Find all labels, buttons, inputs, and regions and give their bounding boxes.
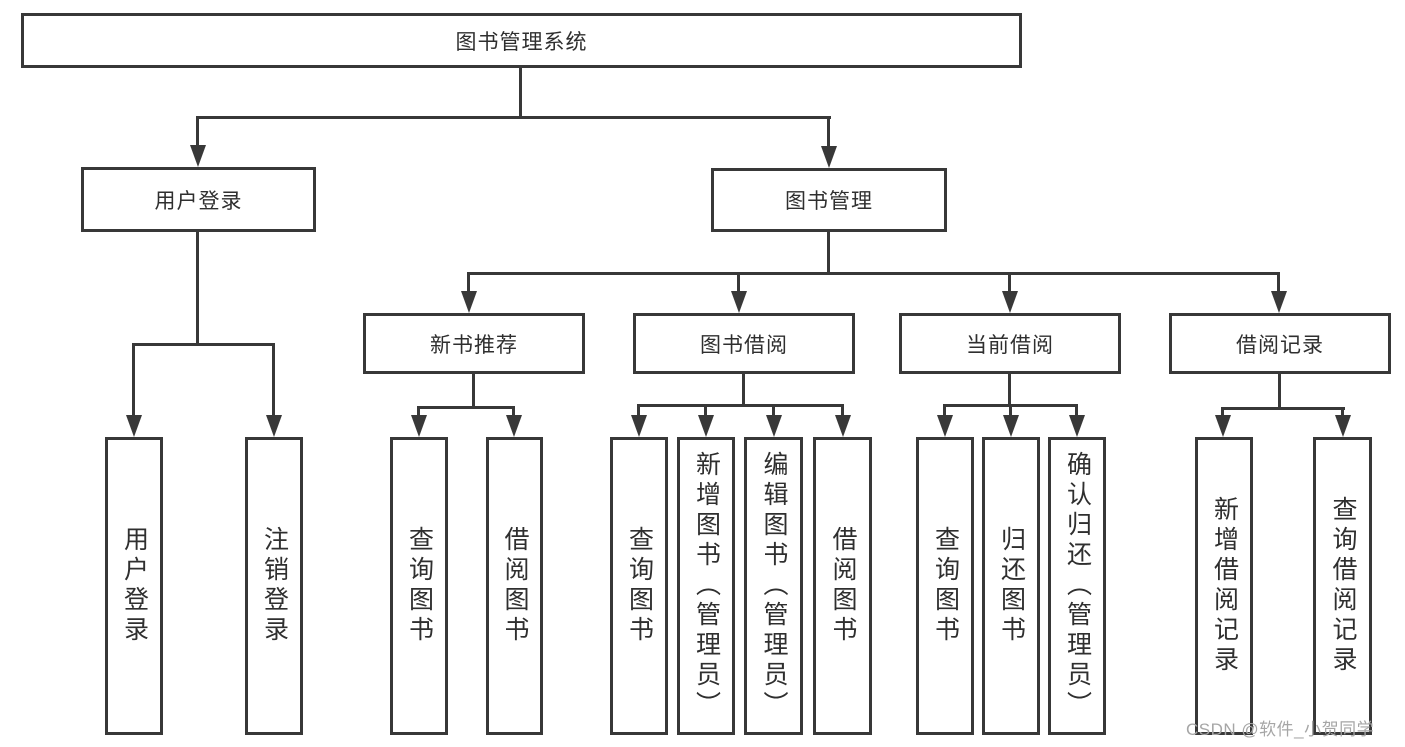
- arrowhead-icon: [461, 291, 477, 313]
- leaf-user-login: 用户登录: [105, 437, 163, 735]
- arrowhead-icon: [1271, 291, 1287, 313]
- leaf-query-books-current: 查询图书: [916, 437, 974, 735]
- leaf-confirm-return-admin: 确认归还（管理员）: [1048, 437, 1106, 735]
- connector-records-bus: [1221, 407, 1345, 410]
- node-book-borrowing: 图书借阅: [633, 313, 855, 374]
- connector-newrec-bus: [417, 406, 515, 409]
- leaf-label: 编辑图书（管理员）: [760, 451, 788, 721]
- connector-drop-leaf: [637, 404, 640, 418]
- leaf-logout: 注销登录: [245, 437, 303, 735]
- node-borrowing-records: 借阅记录: [1169, 313, 1391, 374]
- leaf-query-books-recommend: 查询图书: [390, 437, 448, 735]
- leaf-label: 借阅图书: [501, 526, 529, 646]
- leaf-query-borrow-record: 查询借阅记录: [1313, 437, 1372, 735]
- csdn-watermark: CSDN @软件_小贺同学: [1186, 720, 1375, 739]
- connector-drop-leaf: [1341, 407, 1344, 419]
- leaf-add-books-admin: 新增图书（管理员）: [677, 437, 735, 735]
- node-new-book-recommendation: 新书推荐: [363, 313, 585, 374]
- connector-root-stem: [519, 66, 522, 118]
- arrowhead-icon: [766, 415, 782, 437]
- node-label: 图书借阅: [700, 333, 788, 357]
- leaf-edit-books-admin: 编辑图书（管理员）: [744, 437, 803, 735]
- connector-root-bus: [197, 116, 831, 119]
- node-label: 借阅记录: [1236, 333, 1324, 357]
- leaf-label: 查询图书: [931, 526, 960, 646]
- connector-book-management-bus: [467, 272, 1280, 275]
- leaf-label: 归还图书: [997, 526, 1026, 646]
- connector-drop-leaf: [772, 404, 775, 418]
- leaf-return-books: 归还图书: [982, 437, 1040, 735]
- connector-drop-leaf: [512, 406, 515, 419]
- leaf-label: 新增借阅记录: [1210, 496, 1239, 676]
- connector-drop-leaf: [417, 406, 420, 419]
- connector-drop-leaf: [1075, 404, 1078, 418]
- connector-drop-borrowing-records: [1277, 272, 1280, 294]
- arrowhead-icon: [411, 415, 427, 437]
- connector-borrowing-stem: [742, 373, 745, 407]
- connector-drop-leaf: [272, 343, 275, 419]
- arrowhead-icon: [1335, 415, 1351, 437]
- connector-drop-new-book: [467, 272, 470, 294]
- node-label: 图书管理系统: [455, 30, 588, 54]
- leaf-borrow-books: 借阅图书: [813, 437, 872, 735]
- leaf-query-books-borrowing: 查询图书: [610, 437, 668, 735]
- connector-newrec-stem: [472, 374, 475, 408]
- leaf-label: 借阅图书: [829, 526, 857, 646]
- connector-drop-user-login: [196, 116, 199, 148]
- node-current-borrowing: 当前借阅: [899, 313, 1121, 374]
- node-label: 当前借阅: [966, 333, 1054, 357]
- connector-drop-leaf: [841, 404, 844, 418]
- arrowhead-icon: [698, 415, 714, 437]
- arrowhead-icon: [126, 415, 142, 437]
- arrowhead-icon: [731, 291, 747, 313]
- leaf-label: 新增图书（管理员）: [692, 451, 721, 721]
- node-library-management-system: 图书管理系统: [21, 13, 1022, 68]
- leaf-label: 查询图书: [625, 526, 654, 646]
- arrowhead-icon: [937, 415, 953, 437]
- connector-user-login-stem: [196, 232, 199, 345]
- arrowhead-icon: [1215, 415, 1231, 437]
- node-book-management: 图书管理: [711, 168, 947, 232]
- leaf-add-borrow-record: 新增借阅记录: [1195, 437, 1253, 735]
- arrowhead-icon: [190, 145, 206, 167]
- arrowhead-icon: [506, 415, 522, 437]
- connector-drop-leaf: [704, 404, 707, 418]
- connector-current-stem: [1008, 374, 1011, 407]
- leaf-label: 注销登录: [260, 526, 289, 646]
- connector-borrowing-bus: [637, 404, 843, 407]
- arrowhead-icon: [1003, 415, 1019, 437]
- arrowhead-icon: [835, 415, 851, 437]
- leaf-borrow-books-recommend: 借阅图书: [486, 437, 543, 735]
- arrowhead-icon: [266, 415, 282, 437]
- connector-drop-book-borrowing: [737, 272, 740, 294]
- arrowhead-icon: [631, 415, 647, 437]
- arrowhead-icon: [821, 146, 837, 168]
- leaf-label: 确认归还（管理员）: [1063, 451, 1092, 721]
- node-label: 图书管理: [785, 190, 873, 213]
- leaf-label: 查询借阅记录: [1329, 496, 1357, 676]
- leaf-label: 用户登录: [120, 526, 149, 646]
- node-label: 用户登录: [154, 189, 243, 213]
- connector-drop-leaf: [943, 404, 946, 418]
- arrowhead-icon: [1069, 415, 1085, 437]
- connector-drop-leaf: [1009, 404, 1012, 418]
- arrowhead-icon: [1002, 291, 1018, 313]
- connector-drop-leaf: [1221, 407, 1224, 419]
- connector-user-login-bus: [132, 343, 275, 346]
- connector-book-management-stem: [827, 232, 830, 275]
- connector-records-stem: [1278, 374, 1281, 410]
- connector-drop-book-management: [827, 116, 830, 148]
- connector-drop-current-borrowing: [1008, 272, 1011, 294]
- node-user-login: 用户登录: [81, 167, 316, 232]
- connector-drop-leaf: [132, 343, 135, 419]
- node-label: 新书推荐: [430, 333, 518, 357]
- leaf-label: 查询图书: [405, 526, 434, 646]
